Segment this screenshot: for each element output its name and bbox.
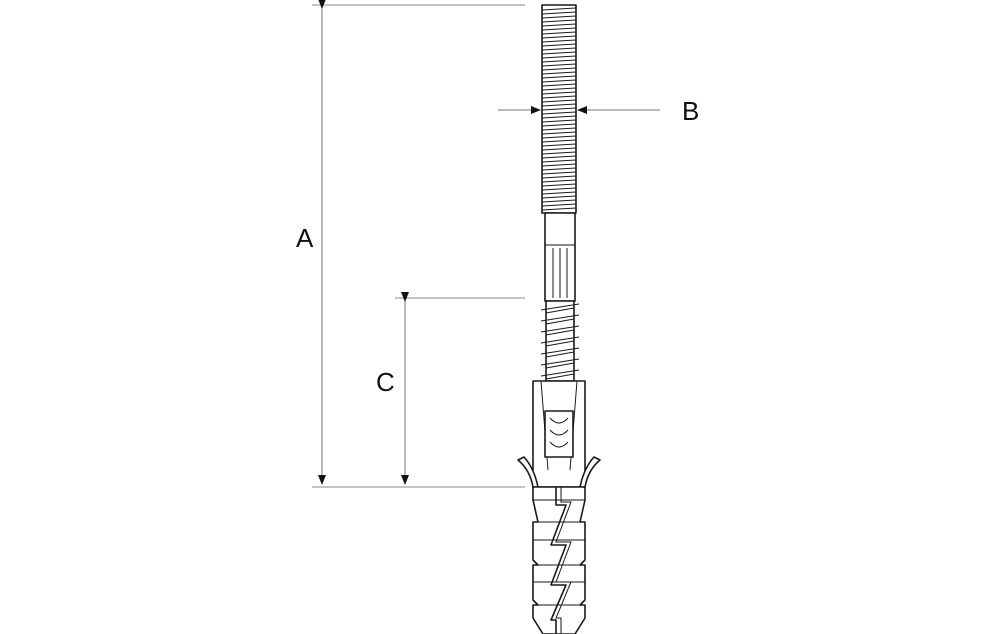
thread-line	[541, 39, 577, 43]
thread-line	[541, 83, 577, 87]
thread-line	[541, 127, 577, 131]
thread-line	[541, 123, 577, 127]
thread-line	[541, 183, 577, 187]
thread-line	[541, 191, 577, 195]
thread-line	[541, 31, 577, 35]
bolt-shank	[544, 212, 576, 302]
thread-line	[541, 175, 577, 179]
thread-line	[541, 103, 577, 107]
thread-line	[541, 27, 577, 31]
thread-line	[541, 71, 577, 75]
thread-line	[541, 91, 577, 95]
thread-line	[541, 7, 577, 11]
thread-line	[541, 147, 577, 151]
thread-line	[541, 179, 577, 183]
screw-thread-line	[540, 336, 580, 347]
screw-thread	[540, 300, 580, 382]
thread-line	[541, 67, 577, 71]
thread-line	[541, 43, 577, 47]
thread-line	[541, 59, 577, 63]
thread-line	[541, 143, 577, 147]
thread-line	[541, 87, 577, 91]
thread-line	[541, 163, 577, 167]
threaded-rod	[541, 4, 577, 214]
thread-line	[541, 167, 577, 171]
screw-thread-line	[540, 325, 580, 336]
thread-line	[541, 79, 577, 83]
thread-line	[541, 171, 577, 175]
thread-line	[541, 135, 577, 139]
thread-line	[541, 203, 577, 207]
thread-line	[541, 115, 577, 119]
thread-line	[541, 51, 577, 55]
thread-line	[541, 15, 577, 19]
label-a: A	[296, 223, 314, 253]
screw-thread-line	[540, 358, 580, 369]
thread-line	[541, 55, 577, 59]
thread-line	[541, 35, 577, 39]
thread-line	[541, 11, 577, 15]
thread-line	[541, 207, 577, 211]
label-b: B	[682, 96, 699, 126]
screw-thread-line	[540, 303, 580, 314]
dimension-c	[395, 292, 525, 485]
thread-line	[541, 75, 577, 79]
thread-line	[541, 139, 577, 143]
thread-line	[541, 159, 577, 163]
thread-line	[541, 187, 577, 191]
thread-line	[541, 195, 577, 199]
label-c: C	[376, 367, 395, 397]
thread-line	[541, 47, 577, 51]
screw-thread-line	[540, 369, 580, 380]
thread-line	[541, 119, 577, 123]
thread-line	[541, 95, 577, 99]
thread-line	[541, 155, 577, 159]
screw-thread-line	[540, 314, 580, 325]
thread-line	[541, 99, 577, 103]
thread-line	[541, 63, 577, 67]
wall-plug	[517, 380, 601, 634]
thread-line	[541, 107, 577, 111]
screw-thread-line	[540, 347, 580, 358]
thread-line	[541, 19, 577, 23]
thread-line	[541, 199, 577, 203]
thread-line	[541, 131, 577, 135]
thread-line	[541, 23, 577, 27]
thread-line	[541, 151, 577, 155]
dimension-a	[312, 0, 525, 488]
thread-line	[541, 111, 577, 115]
